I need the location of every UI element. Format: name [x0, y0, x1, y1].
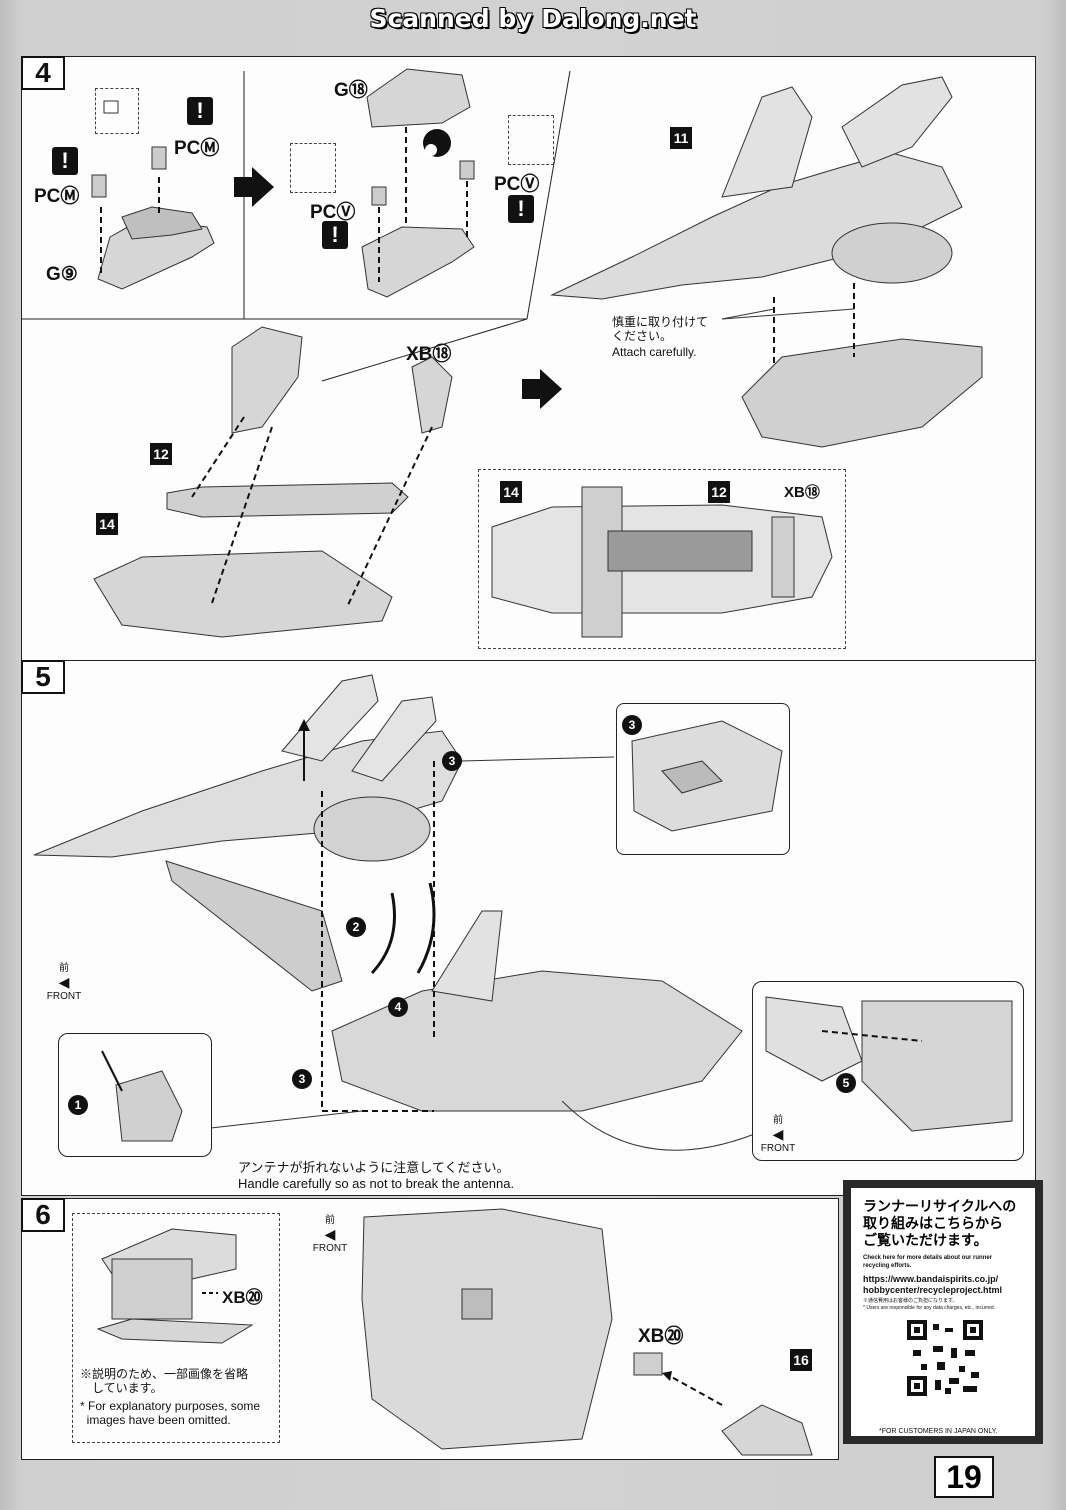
recycle-url: https://www.bandaispirits.co.jp/ hobbyce…	[863, 1274, 1003, 1295]
omission-note-en: * For explanatory purposes, some images …	[80, 1399, 261, 1427]
part-label-16: 16	[790, 1349, 812, 1371]
front-indicator: 前 ◀ FRONT	[756, 1111, 800, 1154]
step4-dividers	[22, 70, 571, 409]
part-label-pc-v: PCⓋ	[494, 174, 540, 195]
part-label-xb18: XB⑱	[406, 344, 452, 365]
step5-main-drawing	[33, 674, 763, 1151]
part-label-g9: G⑨	[46, 264, 78, 285]
warning-icon: !	[322, 221, 348, 249]
antenna-note-jp: アンテナが折れないように注意してください。	[238, 1160, 510, 1175]
warning-icon: !	[187, 97, 213, 125]
part-label-pc-m: PCⓂ	[174, 138, 220, 159]
detail-drawing	[491, 486, 833, 638]
part-label-xb18: XB⑱	[784, 484, 820, 501]
warning-icon: !	[52, 147, 78, 175]
japan-only-note: *FOR CUSTOMERS IN JAPAN ONLY.	[879, 1428, 998, 1435]
warning-icon: !	[508, 195, 534, 223]
callout-circle: 2	[346, 917, 366, 937]
recycle-note: ※通信費用はお客様のご負担になります。 * Users are responsi…	[863, 1298, 996, 1311]
assembly-drawing	[93, 326, 453, 638]
recycle-subtitle: Check here for more details about our ru…	[863, 1255, 993, 1269]
part-label-xb24: XB⑳	[638, 1326, 684, 1347]
callout-circle: 1	[68, 1095, 88, 1115]
front-label-en: FRONT	[760, 1143, 796, 1154]
part-label-12: 12	[708, 481, 730, 503]
front-label-jp: 前	[325, 1215, 335, 1226]
detail-inset	[72, 1213, 280, 1443]
detail-inset	[478, 469, 846, 649]
inset-5-drawing	[765, 996, 1013, 1132]
qr-code-icon[interactable]	[907, 1320, 983, 1396]
step-number: 6	[21, 1198, 65, 1232]
step4-panel: 4 ! PCⓂ ! PCⓂ G⑨ G⑱ P	[21, 56, 1036, 662]
part-label-pc-m: PCⓂ	[34, 186, 80, 207]
callout-circle: 4	[388, 997, 408, 1017]
part-label-g18: G⑱	[334, 80, 368, 101]
hint-box	[508, 115, 554, 165]
callout-circle: 3	[292, 1069, 312, 1089]
part-label-12: 12	[150, 443, 172, 465]
step5-panel: 5	[21, 660, 1036, 1196]
inset-3-drawing	[631, 720, 783, 832]
callout-circle: 5	[836, 1073, 856, 1093]
callout-circle: 3	[622, 715, 642, 735]
fighter-drawing	[550, 76, 983, 448]
front-label-jp: 前	[59, 963, 69, 974]
callout-circle: 3	[442, 751, 462, 771]
recycle-box: ランナーリサイクルへの 取り組みはこちらから ご覧いただけます。 Check h…	[843, 1180, 1043, 1444]
inset-1-drawing	[101, 1050, 183, 1142]
hint-box	[290, 143, 336, 193]
watermark: Scanned by Dalong.net	[369, 4, 697, 33]
front-arrow-icon: ◀	[772, 1126, 784, 1142]
front-indicator: 前 ◀ FRONT	[42, 959, 86, 1002]
front-arrow-icon: ◀	[324, 1226, 336, 1242]
page-number: 19	[934, 1456, 994, 1498]
g9-part-drawing	[91, 100, 215, 290]
step6-inset-drawing	[96, 1228, 254, 1344]
g18-part-drawing	[361, 68, 475, 298]
front-arrow-icon: ◀	[58, 974, 70, 990]
attach-note-jp: 慎重に取り付けて ください。	[612, 315, 709, 343]
front-indicator: 前 ◀ FRONT	[308, 1211, 352, 1254]
omission-note-jp: ※説明のため、一部画像を省略 しています。	[80, 1367, 249, 1395]
part-label-pc-v: PCⓋ	[310, 202, 356, 223]
step-number: 5	[21, 660, 65, 694]
step6-main-drawing	[361, 1208, 813, 1456]
antenna-note-en: Handle carefully so as not to break the …	[238, 1176, 515, 1191]
front-label-jp: 前	[773, 1115, 783, 1126]
part-label-14: 14	[500, 481, 522, 503]
part-label-xb24: XB⑳	[222, 1288, 263, 1307]
recycle-title: ランナーリサイクルへの 取り組みはこちらから ご覧いただけます。	[863, 1198, 1017, 1248]
step6-panel: 6 XB⑳ ※説明のため、一部画像を省略 しています。 * For explan…	[21, 1198, 839, 1460]
attach-note-en: Attach carefully.	[612, 345, 697, 359]
front-label-en: FRONT	[312, 1243, 348, 1254]
part-label-11: 11	[670, 127, 692, 149]
hint-box	[95, 88, 139, 134]
front-label-en: FRONT	[46, 991, 82, 1002]
part-label-14: 14	[96, 513, 118, 535]
step-number: 4	[21, 56, 65, 90]
